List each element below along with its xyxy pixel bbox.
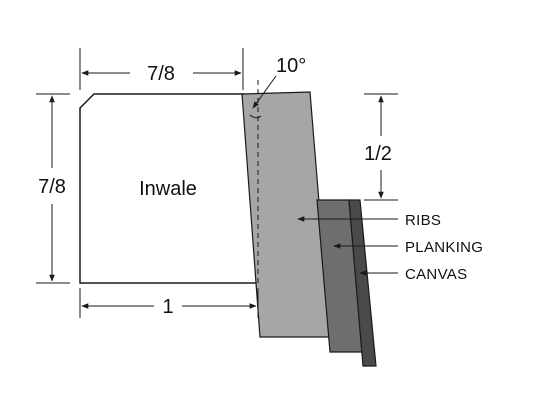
inwale-label: Inwale (139, 178, 197, 200)
ribs-label: RIBS (405, 212, 441, 229)
top-width-label: 7/8 (147, 63, 175, 85)
planking-label: PLANKING (405, 239, 483, 256)
canvas-label: CANVAS (405, 266, 467, 283)
right-height-label: 1/2 (364, 143, 392, 165)
angle-label: 10° (276, 55, 306, 77)
canvas-shape (348, 199, 377, 367)
angle-leader-line (252, 75, 277, 109)
angle-arc (249, 114, 262, 119)
left-height-label: 7/8 (38, 176, 66, 198)
bottom-width-label: 1 (162, 296, 173, 318)
ribs-shape (241, 91, 331, 338)
